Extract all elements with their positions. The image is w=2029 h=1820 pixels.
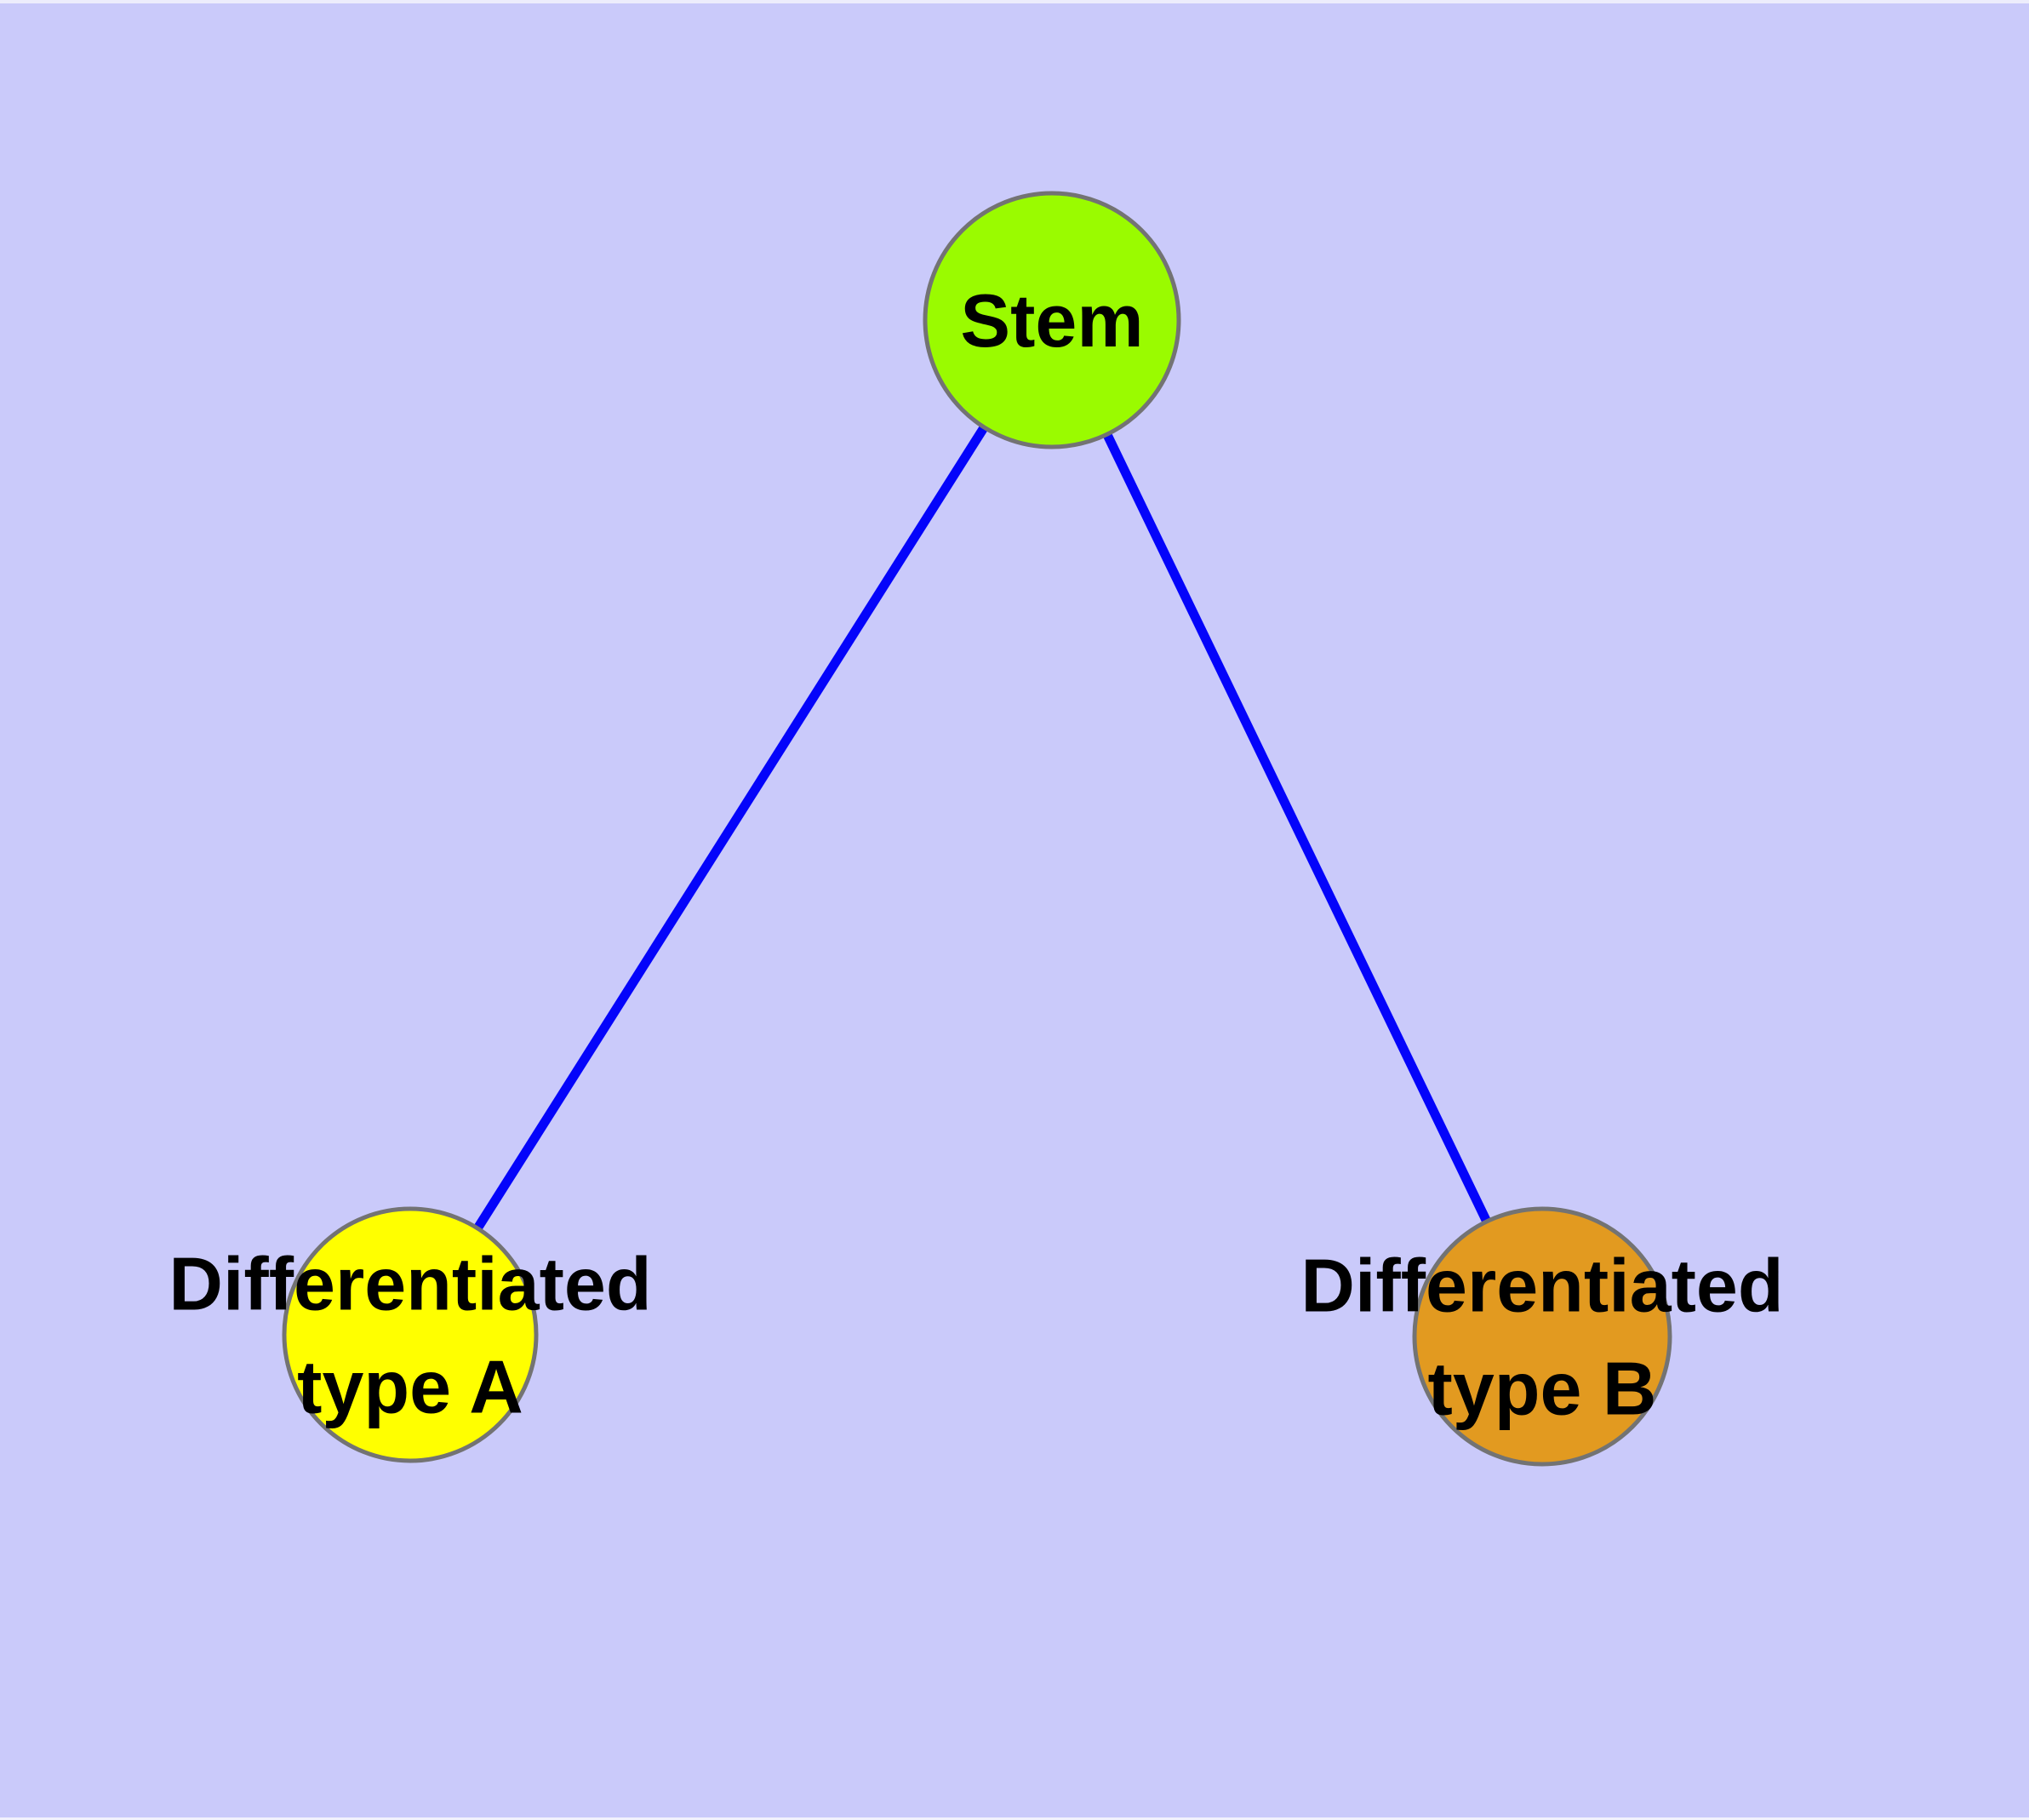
node-circle-stem <box>923 191 1181 449</box>
node-label-line-differentiated-type-a-0: Differentiated <box>169 1241 651 1325</box>
graph-node-differentiated-type-b: Differentiated type B <box>1300 1206 1784 1467</box>
graph-node-stem: Stem <box>923 191 1181 449</box>
graph-edge-stem-to-differentiated-type-b <box>1048 318 1546 1339</box>
node-label-line-differentiated-type-b-0: Differentiated <box>1300 1243 1783 1327</box>
node-label-stem: Stem <box>960 278 1143 363</box>
node-label-line-differentiated-type-a-1: type A <box>297 1344 523 1428</box>
graph-edge-stem-to-differentiated-type-a <box>406 318 1056 1337</box>
node-label-differentiated-type-a: Differentiated type A <box>169 1241 651 1428</box>
node-label-differentiated-type-b: Differentiated type B <box>1300 1243 1783 1430</box>
graph-node-differentiated-type-a: Differentiated type A <box>169 1206 652 1463</box>
node-circle-differentiated-type-a <box>282 1206 539 1463</box>
node-label-line-stem-0: Stem <box>960 278 1143 363</box>
node-circle-differentiated-type-b <box>1412 1206 1672 1467</box>
node-label-line-differentiated-type-b-1: type B <box>1428 1346 1657 1430</box>
